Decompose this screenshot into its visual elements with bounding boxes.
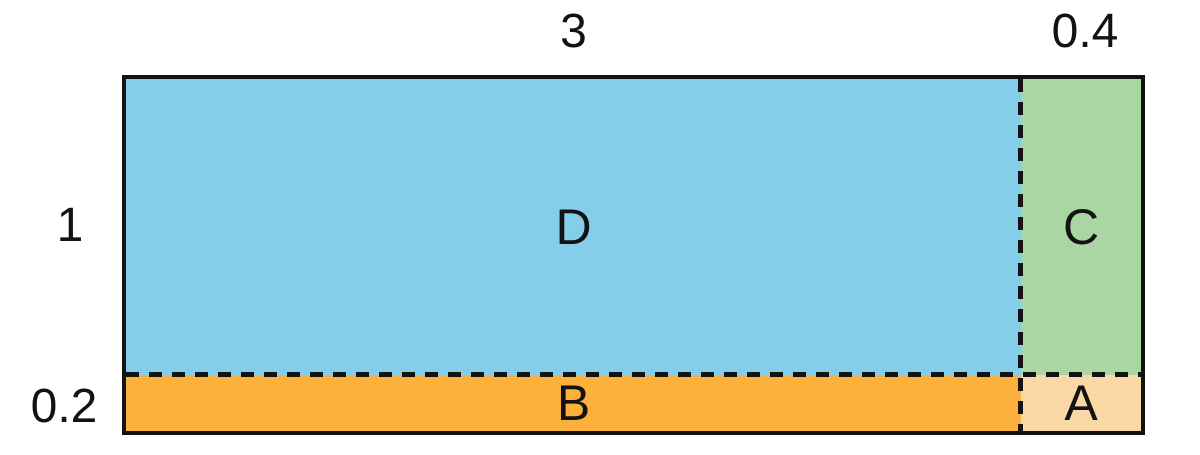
partitioned-rectangle: D C B A [122,75,1145,435]
left-height-label-0-2: 0.2 [30,380,98,433]
region-b-label: B [556,375,591,431]
region-b: B [126,375,1021,431]
region-c-label: C [1062,199,1100,255]
top-width-label-3: 3 [560,5,587,58]
region-c: C [1021,79,1141,375]
horizontal-dashed-divider [126,372,1141,377]
region-d-label: D [555,199,592,255]
left-height-label-1: 1 [56,199,84,252]
region-a-label: A [1064,375,1098,431]
region-a: A [1021,375,1141,431]
region-d: D [126,79,1021,375]
top-width-label-0-4: 0.4 [1051,5,1119,58]
vertical-dashed-divider [1018,79,1023,431]
